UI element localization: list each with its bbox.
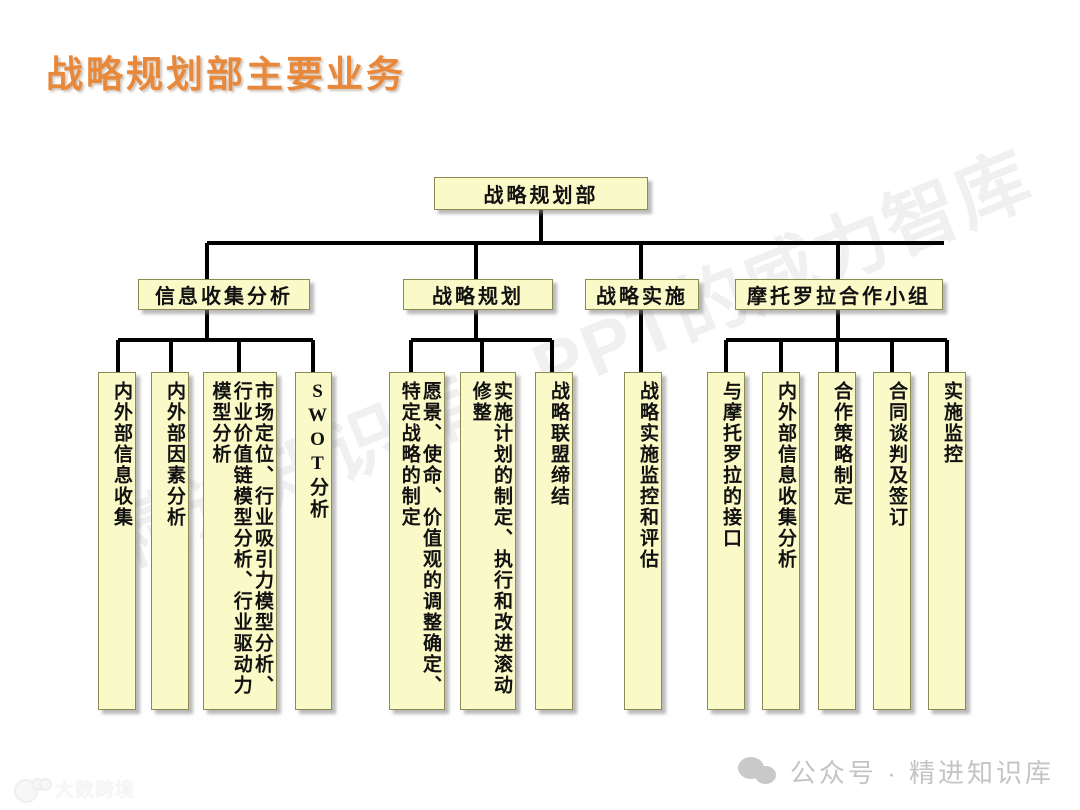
leaf-market-positioning-models[interactable]: 市场定位、行业吸引力模型分析、行业价值链模型分析、行业驱动力模型分析 (203, 372, 277, 710)
leaf-strategy-monitoring-evaluation[interactable]: 战略实施监控和评估 (624, 372, 662, 710)
node-branch-motorola-cooperation[interactable]: 摩托罗拉合作小组 (735, 279, 943, 310)
leaf-vision-mission-values[interactable]: 愿景、使命、价值观的调整确定、特定战略的制定 (389, 372, 445, 710)
leaf-label: 内外部信息收集 (111, 381, 132, 528)
brand-logo-right-text: 公众号 · 精进知识库 (789, 758, 1054, 788)
node-branch-label: 摩托罗拉合作小组 (747, 286, 931, 308)
leaf-motorola-interface[interactable]: 与摩托罗拉的接口 (707, 372, 745, 710)
node-branch-label: 战略规划 (432, 286, 524, 308)
leaf-label: 内外部信息收集分析 (775, 381, 796, 570)
leaf-label: 战略联盟缔结 (548, 381, 569, 507)
leaf-label: 实施计划的制定、执行和改进滚动修整 (469, 381, 512, 696)
leaf-label: 合作策略制定 (831, 381, 852, 507)
node-branch-strategic-planning[interactable]: 战略规划 (403, 279, 553, 310)
wechat-icon (737, 756, 778, 787)
leaf-label: 实施监控 (941, 381, 962, 465)
leaf-label: 愿景、使命、价值观的调整确定、特定战略的制定 (398, 381, 441, 696)
leaf-label: 市场定位、行业吸引力模型分析、行业价值链模型分析、行业驱动力模型分析 (209, 381, 273, 696)
leaf-swot-analysis[interactable]: SWOT分析 (295, 372, 332, 710)
brand-mark-icon (14, 777, 52, 803)
leaf-label: 内外部因素分析 (164, 381, 185, 528)
node-root-label: 战略规划部 (483, 185, 599, 207)
leaf-contract-negotiation-signing[interactable]: 合同谈判及签订 (873, 372, 911, 710)
brand-logo-right: 公众号 · 精进知识库 (737, 753, 1054, 790)
node-branch-label: 战略实施 (596, 286, 688, 308)
leaf-label: 战略实施监控和评估 (637, 381, 658, 570)
leaf-internal-external-info-collection[interactable]: 内外部信息收集 (98, 372, 136, 710)
brand-logo-left: 大数跨境 (14, 775, 136, 803)
node-branch-label: 信息收集分析 (155, 286, 293, 308)
leaf-label: 与摩托罗拉的接口 (720, 381, 741, 549)
node-root[interactable]: 战略规划部 (434, 177, 648, 210)
leaf-strategic-alliance[interactable]: 战略联盟缔结 (535, 372, 573, 710)
leaf-cooperation-strategy[interactable]: 合作策略制定 (818, 372, 856, 710)
leaf-internal-external-factor-analysis[interactable]: 内外部因素分析 (151, 372, 189, 710)
leaf-implementation-plan[interactable]: 实施计划的制定、执行和改进滚动修整 (460, 372, 516, 710)
brand-logo-left-text: 大数跨境 (55, 780, 136, 801)
page-title: 战略规划部主要业务 (46, 55, 406, 96)
leaf-label: SWOT分析 (307, 381, 328, 521)
leaf-implementation-monitoring[interactable]: 实施监控 (928, 372, 966, 710)
leaf-info-collection-analysis[interactable]: 内外部信息收集分析 (762, 372, 800, 710)
node-branch-strategy-implementation[interactable]: 战略实施 (585, 279, 699, 310)
leaf-label: 合同谈判及签订 (886, 381, 907, 528)
node-branch-information-analysis[interactable]: 信息收集分析 (138, 279, 310, 310)
